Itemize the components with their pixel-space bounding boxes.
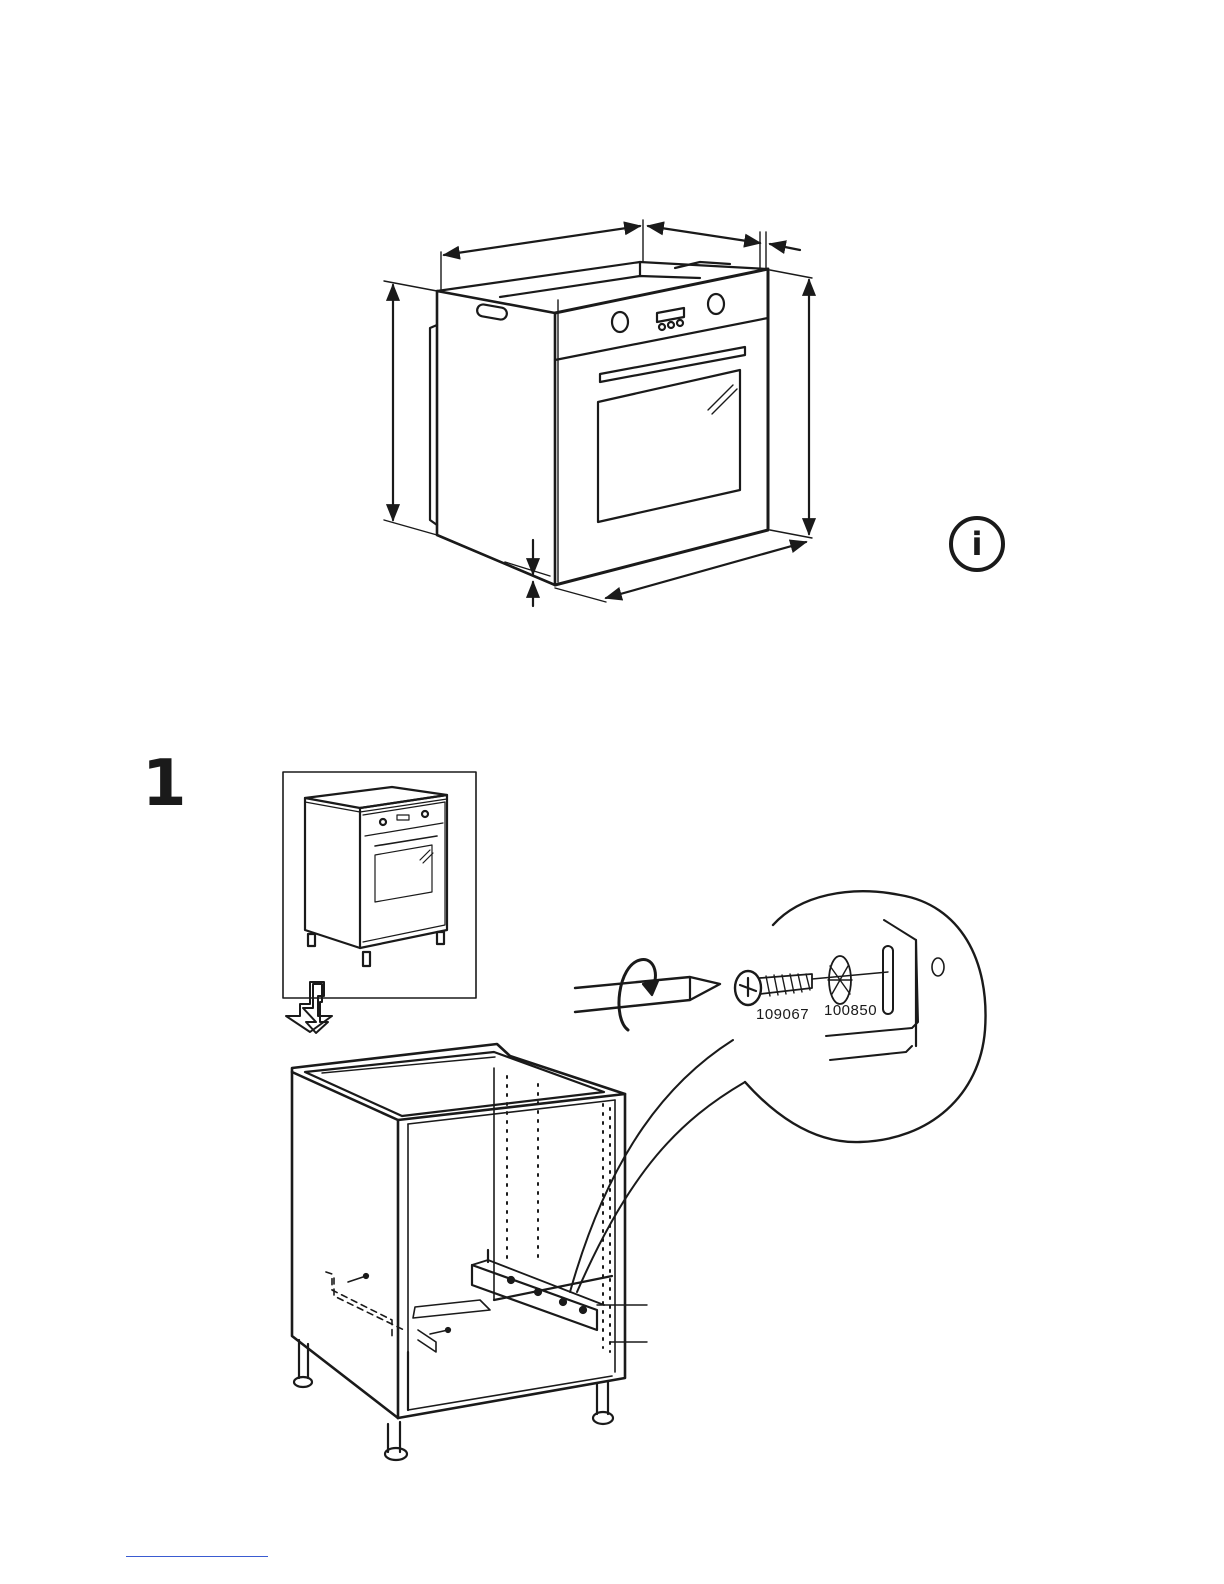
oven-knob-right <box>708 294 724 314</box>
screwdriver-icon <box>575 960 720 1030</box>
part-code-screw: 109067 <box>756 1006 809 1023</box>
dim-arrow-top-mid <box>648 226 760 243</box>
oven-side-panel <box>437 291 555 585</box>
down-arrow-icon <box>286 982 332 1033</box>
info-icon-glyph: i <box>967 524 987 564</box>
dim-arrow-top-right <box>770 244 800 250</box>
oven-door-handle <box>600 347 745 382</box>
oven-top-inner-rail <box>500 276 700 297</box>
mounting-rail <box>472 1265 597 1330</box>
footer-rule <box>126 1556 268 1557</box>
oven-knob-left <box>612 312 628 332</box>
step-number: 1 <box>142 752 187 816</box>
step1-inset-frame <box>283 772 476 998</box>
detail-zoom-circle <box>570 891 986 1292</box>
cabinet-drawing <box>292 1044 647 1460</box>
dim-arrow-top-left <box>444 226 640 255</box>
dim-arrow-bottom-depth <box>606 542 806 598</box>
oven-side-handle <box>476 303 508 320</box>
oven-door-window <box>598 370 740 522</box>
oven-top-rail <box>437 262 768 291</box>
oven-dimension-diagram <box>384 220 812 606</box>
oven-front-frame <box>555 269 768 585</box>
part-code-washer: 100850 <box>824 1002 877 1019</box>
